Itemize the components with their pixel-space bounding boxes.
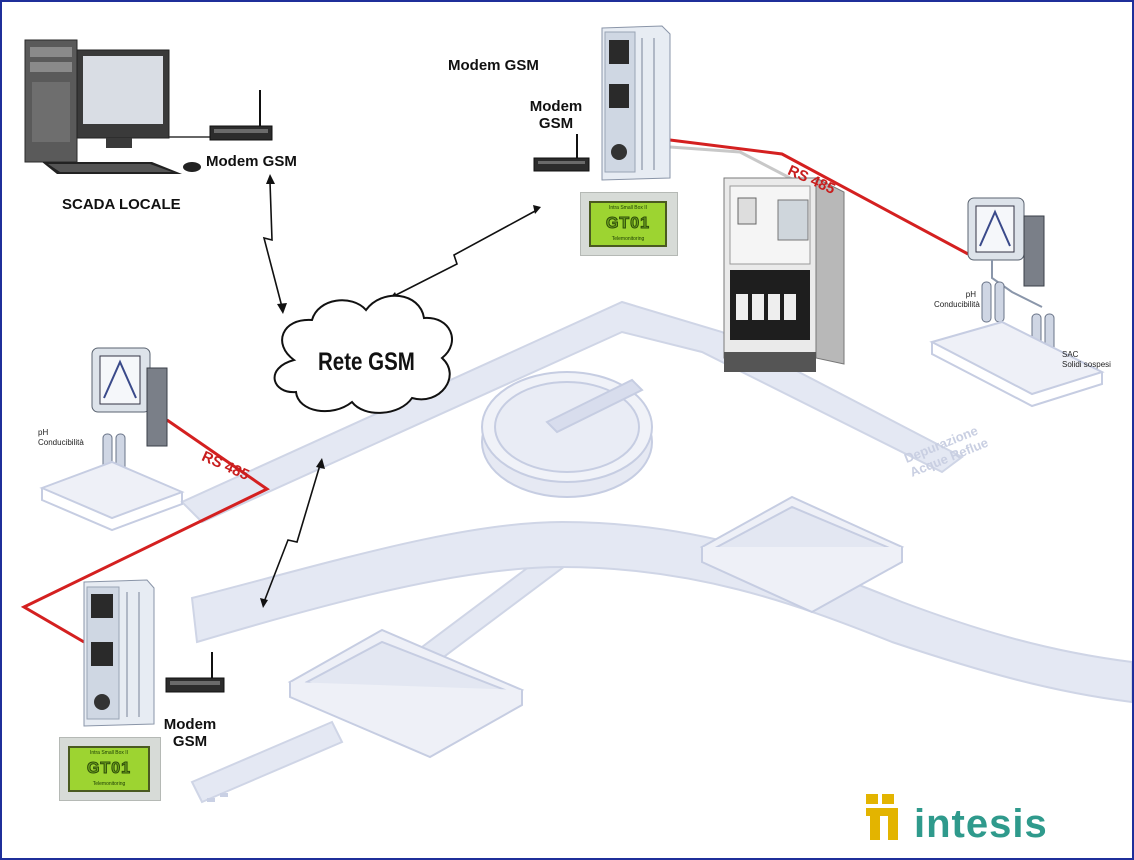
rs485-line-left xyxy=(20,418,270,644)
modem-top-device xyxy=(533,134,590,172)
lcd-bottom-line3: Telemonitoring xyxy=(92,781,126,787)
circular-tank xyxy=(481,371,653,498)
river xyxy=(190,520,1132,704)
pipe-lower xyxy=(190,720,344,804)
lcd-top-line1: Intra Small Box II xyxy=(608,205,648,211)
scada-computer xyxy=(24,39,201,174)
modem-pc-label: Modem GSM xyxy=(206,153,297,170)
sac-line1: SAC xyxy=(1062,350,1079,359)
sensor-left-label: pH Conducibilità xyxy=(38,428,84,448)
lcd-bottom-line2: GT01 xyxy=(86,760,131,778)
intesis-logo-text: intesis xyxy=(914,802,1048,846)
modem-bottom-line2: GSM xyxy=(172,733,208,750)
modem-bottom-line1: Modem xyxy=(163,716,217,733)
modem-top-label: Modem GSM xyxy=(526,98,586,132)
scada-label: SCADA LOCALE xyxy=(62,196,181,213)
gsm-link-top-station xyxy=(391,209,538,298)
modem-top-title: Modem GSM xyxy=(448,57,539,74)
lcd-panel-top: Intra Small Box II GT01 Telemonitoring xyxy=(580,192,678,256)
sensor-left-line1: pH xyxy=(38,428,49,437)
rtu-bottom-device xyxy=(83,579,155,727)
sac-line2: Solidi sospesi xyxy=(1062,360,1111,369)
analyzer-cabinet xyxy=(723,177,845,372)
modem-top-line1: Modem xyxy=(529,98,583,115)
lcd-panel-bottom: Intra Small Box II GT01 Telemonitoring xyxy=(59,737,161,801)
sensor-right-line2: Conducibilità xyxy=(934,300,980,309)
controller-left xyxy=(39,347,185,532)
lcd-top-line2: GT01 xyxy=(605,215,650,233)
gsm-link-bottom-station xyxy=(263,464,321,603)
gsm-cloud xyxy=(273,294,453,414)
basin-center xyxy=(699,495,905,614)
controller-right xyxy=(929,197,1105,408)
sensor-left-line2: Conducibilità xyxy=(38,438,84,447)
modem-top-line2: GSM xyxy=(538,115,574,132)
sensor-right-label: pH Conducibilità xyxy=(934,290,980,310)
rtu-top-device xyxy=(601,25,671,181)
modem-bottom-device xyxy=(165,652,225,693)
sensor-right-line1: pH xyxy=(965,290,976,299)
basin-lower xyxy=(287,628,525,759)
sac-label: SAC Solidi sospesi xyxy=(1062,350,1111,370)
network-label: Rete GSM xyxy=(318,348,415,376)
lcd-bottom-line1: Intra Small Box II xyxy=(89,750,129,756)
modem-bottom-label: Modem GSM xyxy=(160,716,220,750)
gsm-link-scada xyxy=(262,181,283,308)
modem-pc-device xyxy=(209,90,273,141)
rs485-line-right xyxy=(669,138,969,256)
lcd-top-line3: Telemonitoring xyxy=(611,236,645,242)
intesis-logo-mark xyxy=(866,794,898,840)
